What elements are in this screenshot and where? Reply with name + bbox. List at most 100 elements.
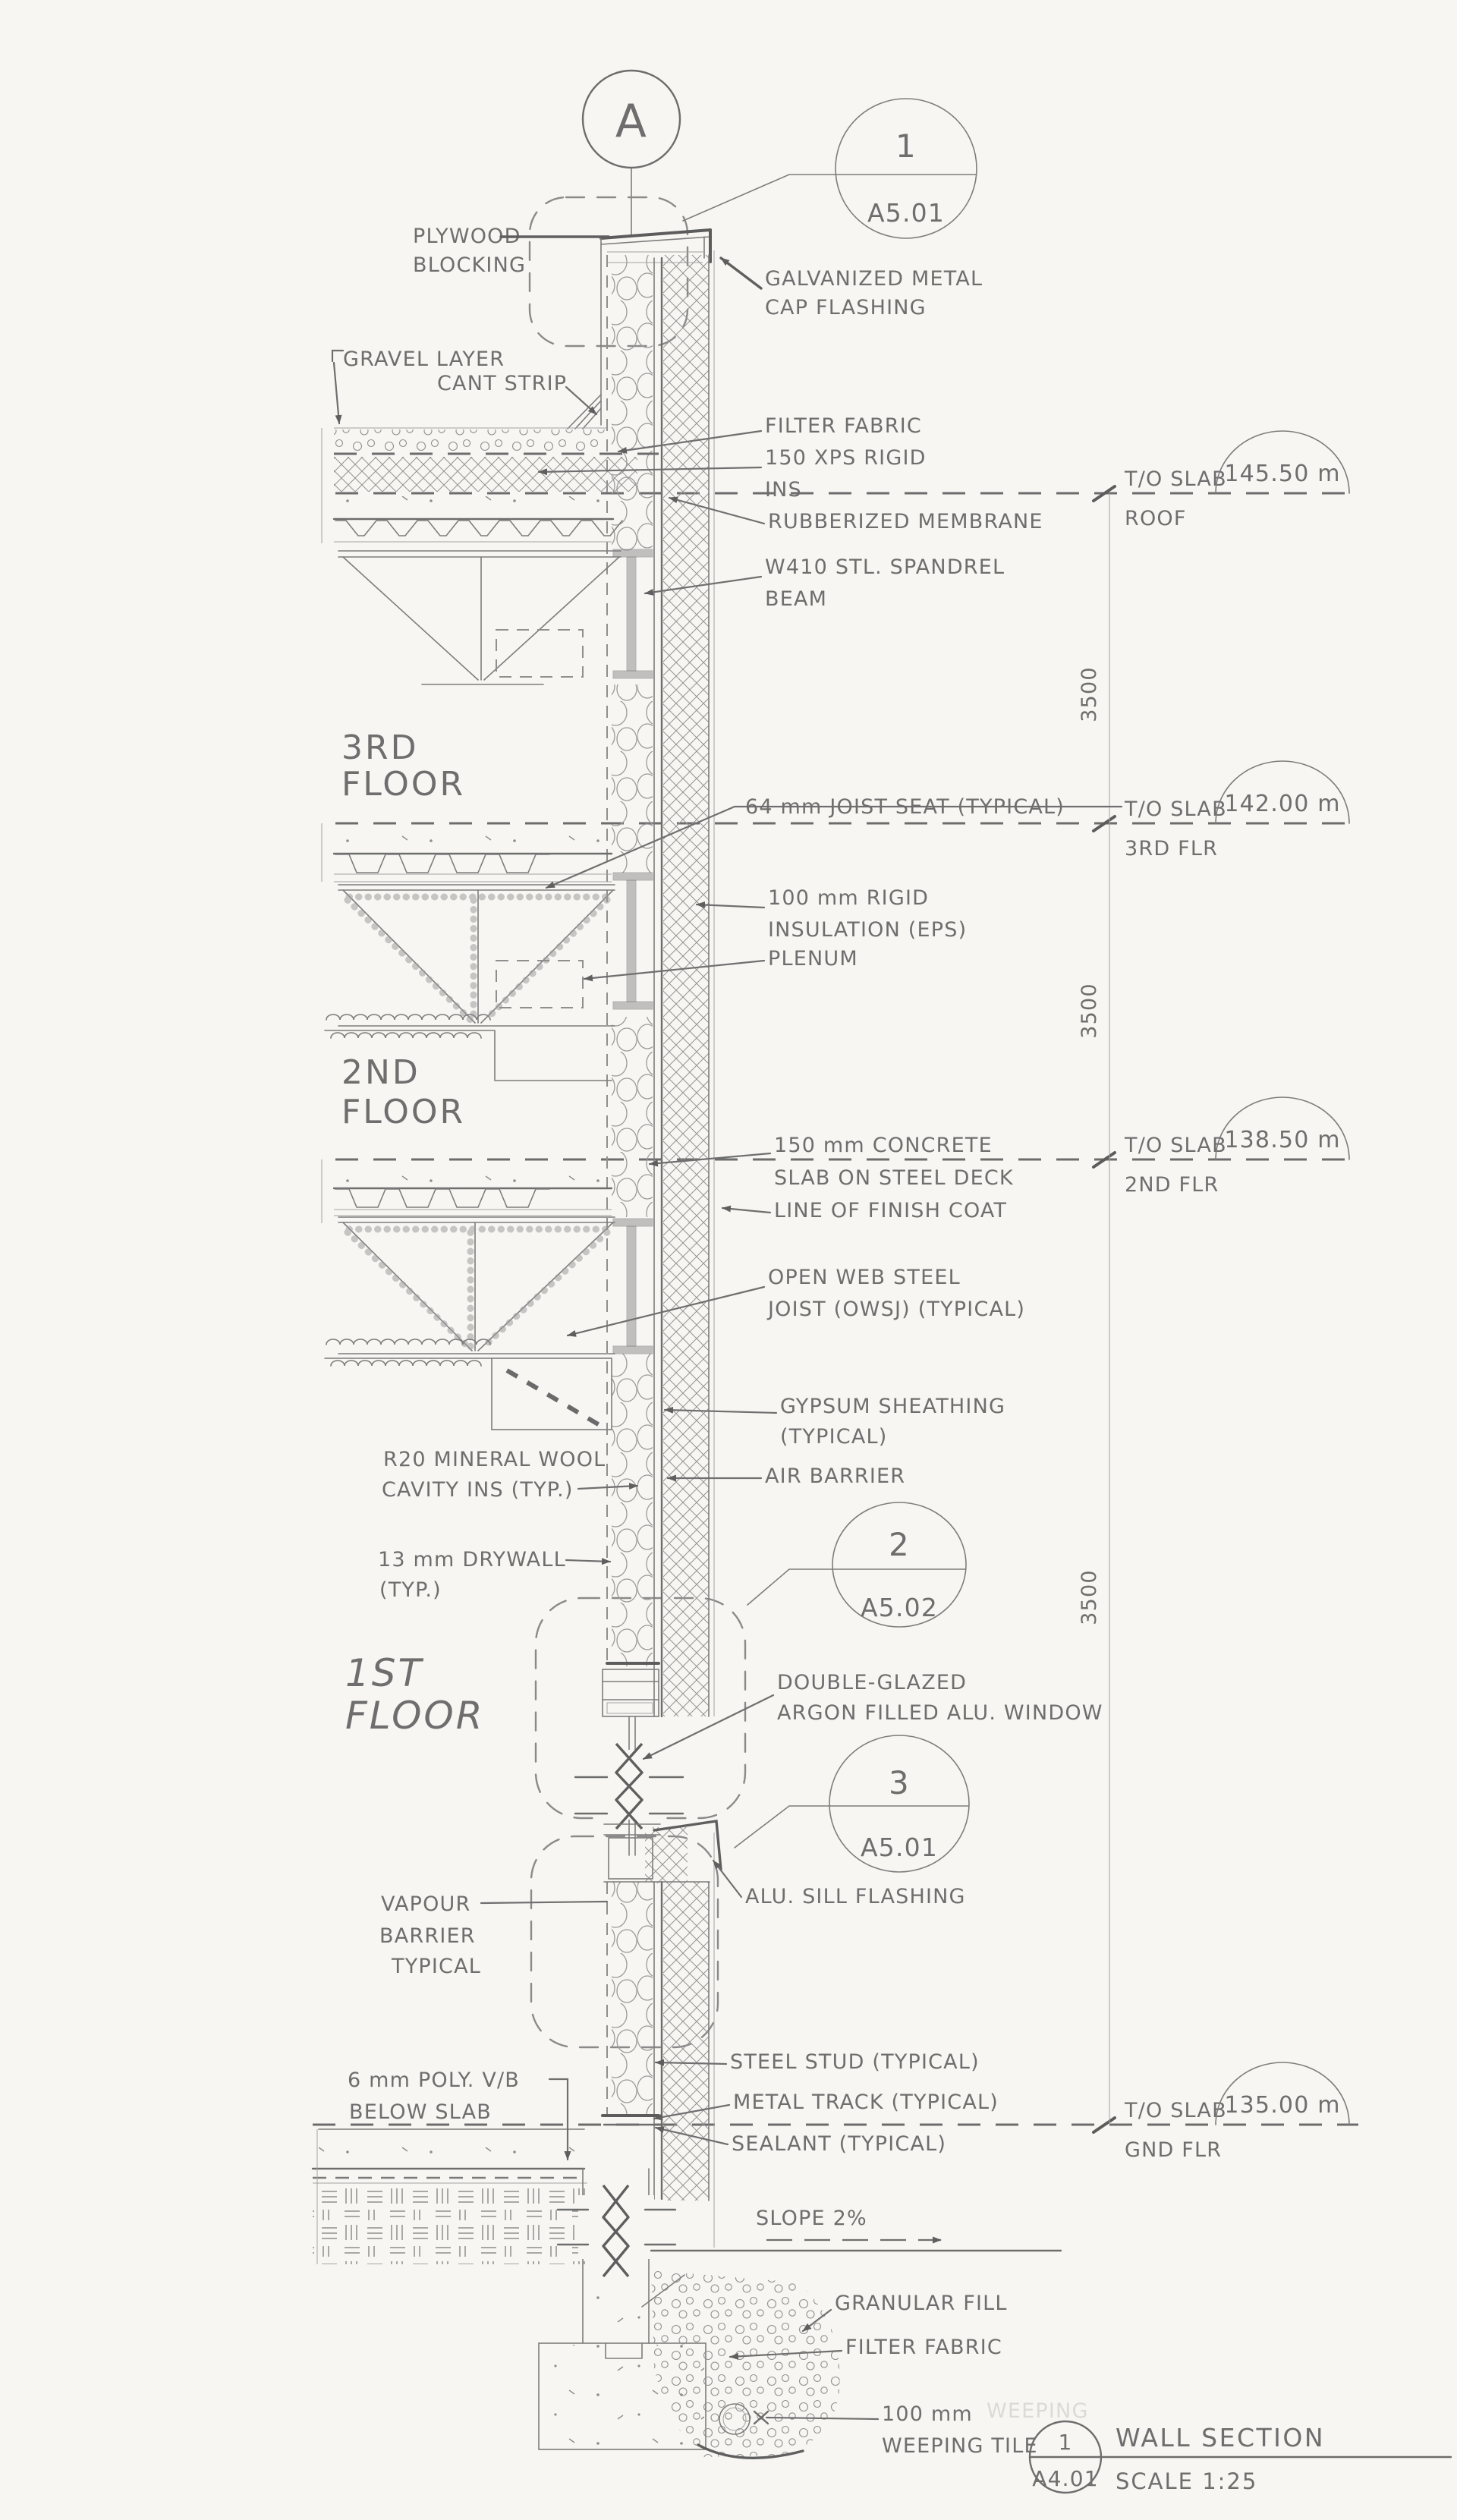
rigid-insulation-hatch-lower <box>663 1882 709 2201</box>
detail-region-1 <box>528 196 689 348</box>
detail-bubble-1-number: 1 <box>895 127 917 165</box>
vb-label-1: VAPOUR <box>381 1892 470 1916</box>
cap-flashing-label-2: CAP FLASHING <box>765 296 927 319</box>
metal-track-label: METAL TRACK (TYPICAL) <box>733 2091 999 2114</box>
second-deck-underside <box>334 1209 612 1216</box>
rigid-insulation-hatch <box>663 255 709 1716</box>
membrane-label: RUBBERIZED MEMBRANE <box>768 510 1043 533</box>
drywall-label-2: (TYP.) <box>379 1578 442 1602</box>
wool-leader <box>577 1483 639 1490</box>
third-elev-value: 142.00 m <box>1224 791 1340 817</box>
eps-label-1: 100 mm RIGID <box>768 886 929 910</box>
mineral-wool-3rd-to-2nd <box>612 1017 653 1217</box>
grid-marker: A <box>581 69 681 238</box>
roof-steel-deck <box>335 520 623 536</box>
sealant-label: SEALANT (TYPICAL) <box>732 2132 946 2156</box>
mineral-wool-parapet <box>612 255 653 551</box>
grid-marker-label: A <box>615 95 647 148</box>
ground-elev-value: 135.00 m <box>1224 2092 1340 2119</box>
sill-flashing-leader <box>712 1859 743 1899</box>
detail-bubble-1-circle <box>835 98 977 239</box>
gravel-layer-label: GRAVEL LAYER <box>343 348 505 371</box>
plenum-leader <box>583 959 766 982</box>
rigid-insulation-hatch-sill <box>645 1827 688 1883</box>
dimension-line: 3500 3500 3500 <box>1078 493 1110 2125</box>
weeping-tile-pipe-inner <box>722 2407 747 2431</box>
detail-bubble-1-sheet: A5.01 <box>867 198 945 228</box>
third-floor-assembly <box>321 823 615 1081</box>
slope-label: SLOPE 2% <box>756 2207 867 2230</box>
second-elev-label1: T/O SLAB <box>1124 1134 1227 1157</box>
xps-leader <box>537 466 763 476</box>
mineral-wool-2nd-to-window <box>612 1354 653 1666</box>
roof-assembly <box>321 427 659 685</box>
spandrel-label-1: W410 STL. SPANDREL <box>765 555 1005 579</box>
finish-coat-leader <box>721 1205 772 1214</box>
sill-flashing-profile <box>653 1820 722 1871</box>
third-joist-truss <box>338 884 615 1027</box>
detail-bubble-1-leader <box>682 174 838 222</box>
annotations: PLYWOOD BLOCKING GALVANIZED METAL CAP FL… <box>332 225 1123 2458</box>
spandrel-leader <box>644 575 763 596</box>
ground-slab-concrete <box>319 2131 584 2167</box>
second-spray-insulation-1 <box>326 1339 491 1345</box>
window-assembly <box>574 1662 722 1883</box>
xps-insulation <box>334 457 637 492</box>
detail-bubble-3: 3 A5.01 <box>734 1735 970 1873</box>
detail-bubble-2-number: 2 <box>889 1526 910 1563</box>
slab-label-1: 150 mm CONCRETE <box>774 1134 993 1157</box>
second-duct-dashed <box>505 1368 601 1427</box>
wool-label-2: CAVITY INS (TYP.) <box>382 1478 574 1502</box>
sheathing-label-2: (TYPICAL) <box>780 1425 887 1449</box>
sealant-leader <box>654 2126 729 2146</box>
second-floor-assembly <box>321 1159 615 1430</box>
gravel-layer-leader <box>332 349 343 423</box>
dim-roof-third: 3500 <box>1078 666 1101 722</box>
vb-leader <box>480 1900 609 1905</box>
second-elev-label2: 2ND FLR <box>1125 1173 1219 1197</box>
detail-bubble-2-sheet: A5.02 <box>861 1593 938 1622</box>
second-bulkhead <box>491 1358 612 1430</box>
poly-vb-label-1: 6 mm POLY. V/B <box>348 2069 520 2092</box>
weeping-tile-scoop <box>697 2443 804 2459</box>
detail-bubble-3-number: 3 <box>889 1764 910 1801</box>
sill-flashing-label: ALU. SILL FLASHING <box>745 1885 966 1908</box>
third-ceiling-bulkhead <box>324 1030 612 1081</box>
foundation-break-symbol <box>602 2184 630 2278</box>
title-sheet: A4.01 <box>1032 2466 1099 2491</box>
third-slab-concrete <box>334 827 612 852</box>
owsj-label-1: OPEN WEB STEEL <box>768 1266 961 1289</box>
ground-foundation <box>311 2114 1062 2459</box>
second-datum-tick <box>1092 1151 1116 1169</box>
owsj-leader <box>566 1285 766 1337</box>
granular-fill-label: GRANULAR FILL <box>835 2292 1008 2315</box>
steel-stud-leader <box>654 2059 728 2066</box>
mineral-wool-roof-to-3rd <box>612 684 653 873</box>
filter-fabric-line <box>641 2274 685 2308</box>
roof-elev-bubble <box>1215 430 1350 494</box>
third-spray-insulation-1 <box>326 1014 491 1021</box>
plenum-label: PLENUM <box>768 947 858 971</box>
dim-second-ground: 3500 <box>1078 1569 1101 1625</box>
xps-label-2: INS <box>765 478 802 502</box>
third-elev-bubble <box>1215 760 1350 824</box>
detail-bubble-1: 1 A5.01 <box>682 98 977 239</box>
foundation-break-mask <box>578 2195 654 2259</box>
elevation-roof: T/O SLAB ROOF 145.50 m <box>1092 430 1350 530</box>
membrane-leader <box>668 496 766 525</box>
footing-gravel <box>651 2270 840 2457</box>
window-head-frame-lines <box>602 1681 659 1700</box>
cap-flashing-top <box>599 228 712 240</box>
second-steel-deck <box>335 1188 550 1208</box>
detail-bubble-2-leader <box>747 1568 834 1606</box>
plywood-blocking-label-2: BLOCKING <box>413 253 526 277</box>
air-barrier-label: AIR BARRIER <box>765 1464 905 1488</box>
cap-flashing-label-1: GALVANIZED METAL <box>765 267 983 291</box>
joist-seat-leader <box>545 805 736 889</box>
roof-elev-label1: T/O SLAB <box>1124 467 1227 491</box>
spandrel-beam-2nd <box>612 1218 653 1354</box>
eps-label-2: INSULATION (EPS) <box>768 918 967 942</box>
second-elev-value: 138.50 m <box>1224 1127 1340 1153</box>
drywall-leader <box>565 1558 612 1565</box>
window-break-symbol <box>615 1742 644 1830</box>
